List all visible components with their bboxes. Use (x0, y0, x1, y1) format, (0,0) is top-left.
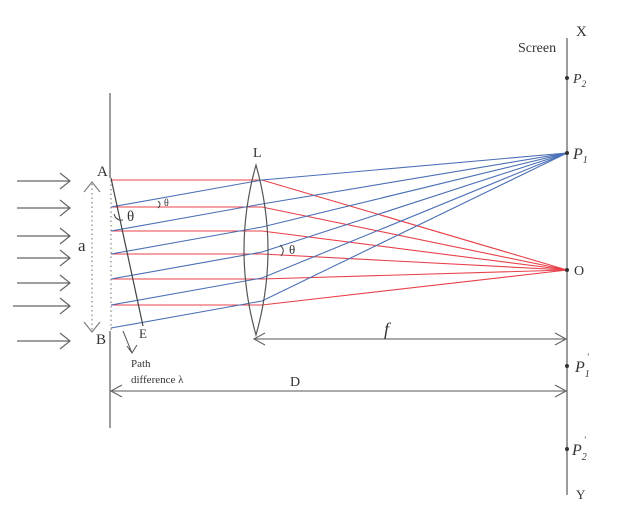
lens-label: L (253, 146, 262, 161)
undeviated-ray (111, 269, 568, 306)
incident-arrow (17, 274, 71, 292)
convex-lens (243, 162, 269, 338)
incident-arrow (17, 199, 71, 217)
wavefront-ae (110, 177, 144, 327)
point-b-label: B (96, 332, 106, 348)
point-p1-prime-label: P1' (574, 352, 590, 380)
path-difference-pointer (122, 330, 138, 354)
point-p1 (565, 151, 569, 155)
angle-arc-lens (279, 244, 284, 257)
diffracted-ray (110, 152, 568, 280)
ray-group (110, 152, 568, 329)
focal-length-label: f (384, 319, 392, 339)
screen-label: Screen (518, 41, 556, 56)
angle-slit-label: θ (127, 209, 134, 225)
point-o-label: O (574, 264, 584, 279)
point-p2 (565, 76, 569, 80)
undeviated-ray (111, 179, 568, 271)
angle-arc-small (157, 200, 161, 209)
angle-arc-slit (113, 213, 124, 221)
incident-wave-arrows (13, 172, 71, 350)
path-difference-label-line2: difference λ (131, 374, 184, 386)
angle-small-label: θ (164, 198, 169, 209)
incident-arrow (17, 332, 71, 350)
point-p1-prime (565, 364, 569, 368)
angle-lens-label: θ (289, 242, 295, 257)
incident-arrow (17, 227, 71, 245)
incident-arrow (17, 172, 71, 190)
undeviated-ray (111, 230, 568, 271)
undeviated-ray (111, 206, 568, 271)
diffracted-ray (110, 152, 568, 255)
axis-x-label: X (576, 24, 587, 40)
diffracted-ray (110, 152, 568, 232)
slit-width-arrow-bottom (83, 321, 101, 333)
incident-arrow (13, 297, 71, 315)
point-a-label: A (97, 164, 108, 180)
slit-width-arrow-top (83, 181, 101, 193)
diffracted-ray (110, 152, 568, 306)
incident-arrow (17, 249, 71, 267)
slit-width-label: a (78, 236, 86, 255)
diffracted-ray (110, 152, 568, 329)
point-e-label: E (139, 326, 147, 341)
point-p2-prime (565, 447, 569, 451)
undeviated-ray (111, 253, 568, 271)
point-p1-label: P1 (572, 146, 588, 166)
diffracted-ray (110, 152, 568, 208)
distance-label: D (290, 375, 300, 390)
point-o (565, 268, 569, 272)
path-difference-label-line1: Path (131, 358, 151, 370)
axis-y-label: Y (576, 487, 586, 502)
undeviated-ray (111, 269, 568, 280)
point-p2-prime-label: P2' (571, 435, 587, 463)
point-p2-label: P2 (572, 72, 587, 89)
